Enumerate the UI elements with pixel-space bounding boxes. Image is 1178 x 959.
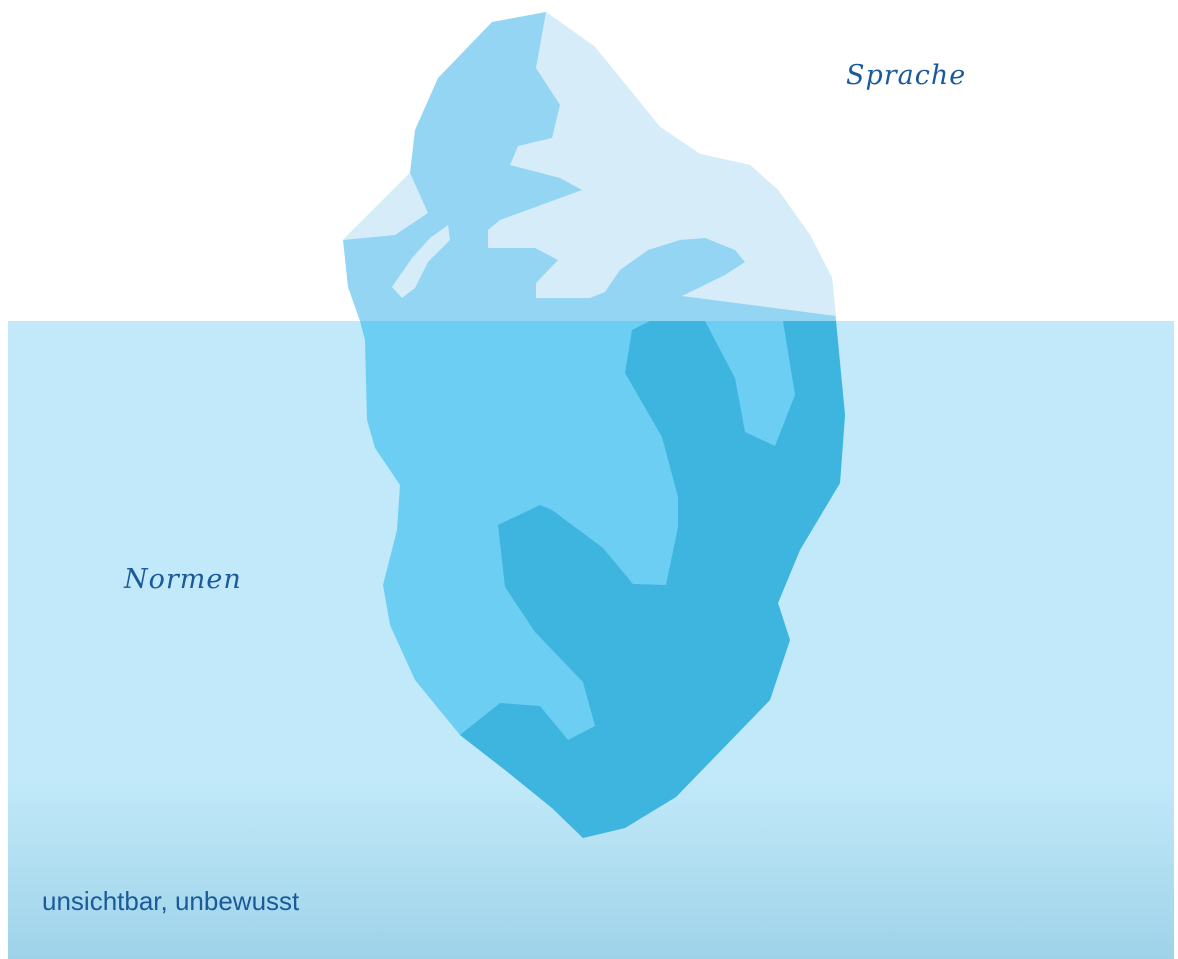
- label-below-water: Normen: [123, 564, 242, 595]
- label-above-water: Sprache: [846, 60, 966, 91]
- iceberg-tip: [343, 12, 836, 321]
- label-bottom: unsichtbar, unbewusst: [42, 886, 300, 916]
